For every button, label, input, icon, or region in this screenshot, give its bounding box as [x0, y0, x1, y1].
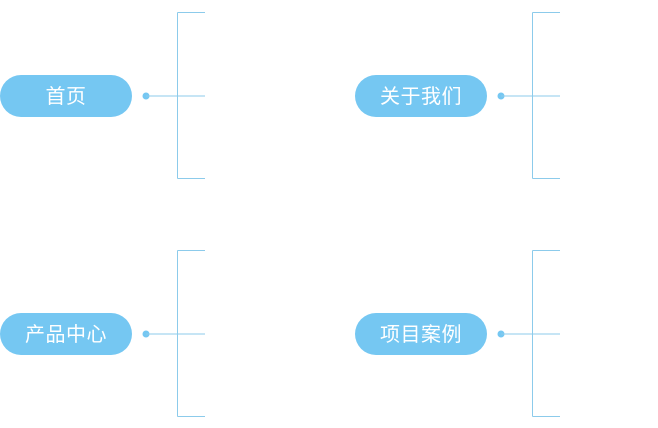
node-product-center[interactable]: 产品中心 — [0, 313, 132, 355]
connector-dot-products — [142, 330, 150, 338]
connector-about — [497, 12, 560, 179]
connector-dot-home — [142, 92, 150, 100]
connector-cases — [497, 250, 560, 417]
node-about-us[interactable]: 关于我们 — [355, 75, 487, 117]
connector-products — [142, 250, 205, 417]
connector-home — [142, 12, 205, 179]
connector-dot-about — [497, 92, 505, 100]
node-project-cases[interactable]: 项目案例 — [355, 313, 487, 355]
connector-dot-cases — [497, 330, 505, 338]
node-home[interactable]: 首页 — [0, 75, 132, 117]
